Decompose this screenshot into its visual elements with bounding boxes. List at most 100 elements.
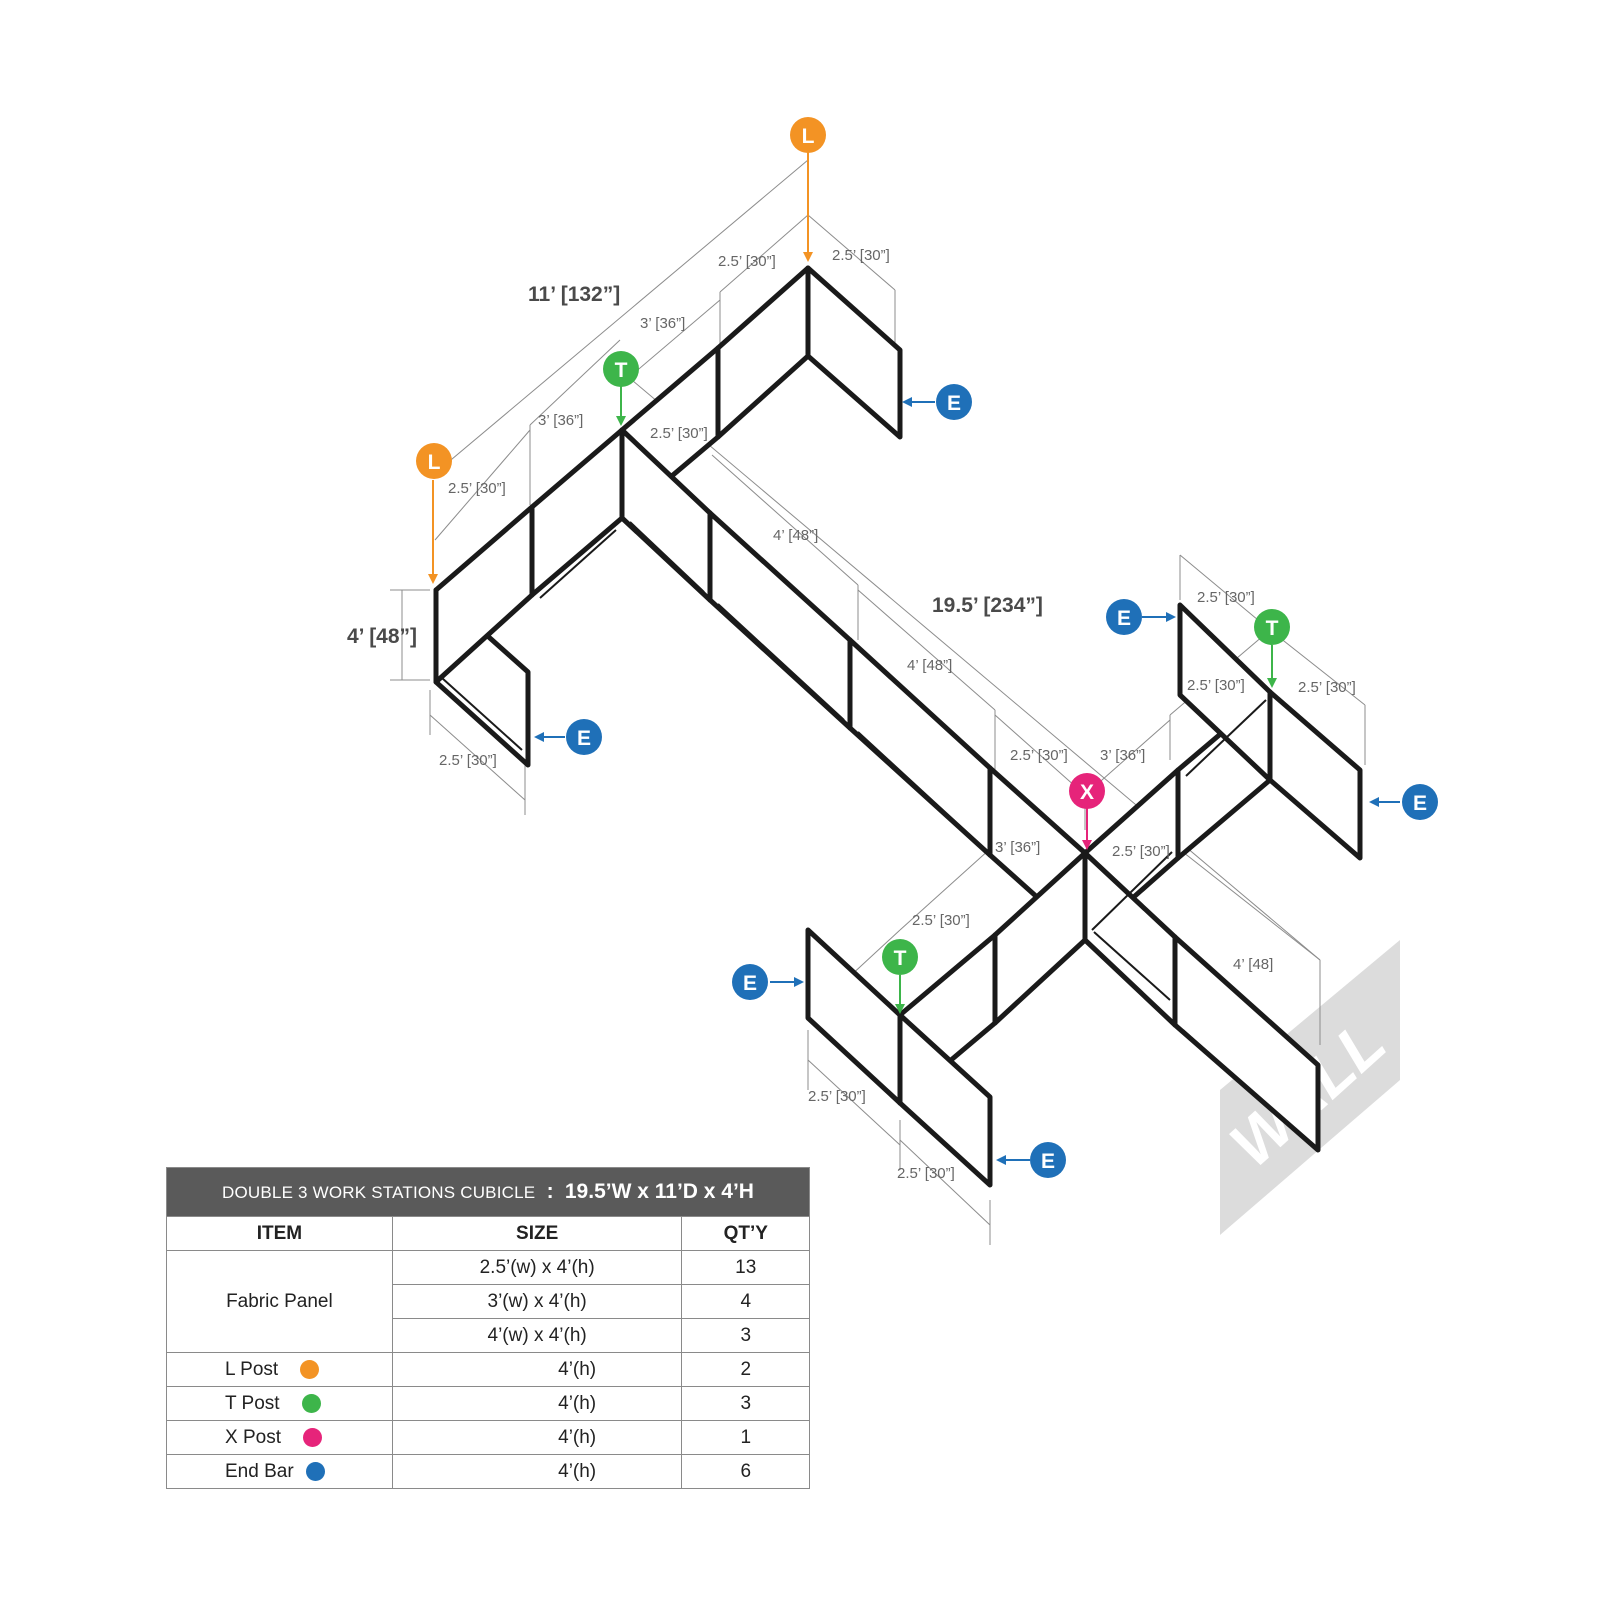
svg-text:2.5’ [30”]: 2.5’ [30”] — [832, 247, 890, 264]
post-callouts: L L T T T X E E — [416, 117, 1438, 1178]
svg-text:2.5’ [30”]: 2.5’ [30”] — [448, 480, 506, 497]
t-post-marker — [882, 939, 918, 975]
svg-text:2.5’ [30”]: 2.5’ [30”] — [650, 425, 708, 442]
end-bar-marker — [566, 719, 602, 755]
svg-text:2.5’ [30”]: 2.5’ [30”] — [1187, 677, 1245, 694]
svg-text:4’ [48”]: 4’ [48”] — [907, 657, 952, 674]
post-qty: 6 — [681, 1454, 810, 1489]
fabric-size: 2.5’(w) x 4’(h) — [391, 1250, 683, 1285]
svg-text:3’ [36”]: 3’ [36”] — [538, 412, 583, 429]
end-bar-marker — [1106, 599, 1142, 635]
svg-text:T: T — [615, 359, 628, 382]
table-title-row: DOUBLE 3 WORK STATIONS CUBICLE : 19.5’W … — [166, 1167, 810, 1217]
fabric-qty: 13 — [681, 1250, 810, 1285]
end-bar-marker — [936, 384, 972, 420]
overall-depth-label: 11’ [132”] — [528, 283, 620, 306]
dimension-labels: 11’ [132”] 19.5’ [234”] 4’ [48”] 2.5’ [3… — [347, 247, 1356, 1182]
post-item-label: End Bar — [225, 1460, 294, 1482]
svg-text:2.5’ [30”]: 2.5’ [30”] — [1298, 679, 1356, 696]
header-item: ITEM — [166, 1216, 393, 1251]
panel-frames — [433, 265, 1363, 1188]
t-post-marker — [1254, 609, 1290, 645]
panel-top-right-return — [805, 265, 903, 440]
svg-text:E: E — [1117, 607, 1131, 630]
svg-text:2.5’ [30”]: 2.5’ [30”] — [912, 912, 970, 929]
svg-text:2.5’ [30”]: 2.5’ [30”] — [1112, 843, 1170, 860]
post-size: 4’(h) — [391, 1454, 683, 1489]
post-item-label: L Post — [225, 1358, 279, 1380]
panel-right-return — [1267, 689, 1363, 861]
table-row: Fabric Panel 2.5’(w) x 4’(h) 13 — [166, 1250, 810, 1353]
post-item: End Bar — [166, 1454, 393, 1489]
end-bar-marker — [1402, 784, 1438, 820]
spec-table: DOUBLE 3 WORK STATIONS CUBICLE : 19.5’W … — [166, 1167, 810, 1489]
table-row: T Post 4’(h) 3 — [166, 1386, 810, 1421]
t-post-dot-icon — [301, 1393, 321, 1413]
fabric-size: 4’(w) x 4’(h) — [391, 1318, 683, 1353]
post-item: T Post — [166, 1386, 393, 1421]
table-row: 4’(w) x 4’(h) 3 — [167, 1318, 810, 1353]
panel-center-2 — [707, 510, 853, 731]
svg-text:2.5’ [30”]: 2.5’ [30”] — [718, 253, 776, 270]
svg-text:2.5’ [30”]: 2.5’ [30”] — [439, 752, 497, 769]
post-size: 4’(h) — [391, 1386, 683, 1421]
post-qty: 2 — [681, 1352, 810, 1387]
svg-text:3’ [36”]: 3’ [36”] — [995, 839, 1040, 856]
table-title-name: DOUBLE 3 WORK STATIONS CUBICLE — [222, 1183, 536, 1202]
svg-text:4’ [48”]: 4’ [48”] — [773, 527, 818, 544]
panel-top-left-2 — [529, 427, 625, 598]
fabric-qty: 4 — [681, 1284, 810, 1319]
post-item-label: T Post — [225, 1392, 280, 1414]
overall-width-label: 19.5’ [234”] — [932, 594, 1043, 617]
post-item: X Post — [166, 1420, 393, 1455]
svg-text:2.5’ [30”]: 2.5’ [30”] — [897, 1165, 955, 1182]
fabric-qty: 3 — [681, 1318, 810, 1353]
l-post-dot-icon — [300, 1359, 320, 1379]
panel-insets — [441, 361, 1355, 1181]
svg-text:2.5’ [30”]: 2.5’ [30”] — [808, 1088, 866, 1105]
svg-text:E: E — [743, 972, 757, 995]
table-title: DOUBLE 3 WORK STATIONS CUBICLE : 19.5’W … — [166, 1167, 810, 1217]
svg-text:4’ [48]: 4’ [48] — [1233, 956, 1273, 973]
end-bar-dot-icon — [305, 1461, 325, 1481]
svg-text:3’ [36”]: 3’ [36”] — [1100, 747, 1145, 764]
svg-text:E: E — [577, 727, 591, 750]
post-qty: 3 — [681, 1386, 810, 1421]
svg-text:E: E — [1041, 1150, 1055, 1173]
height-label: 4’ [48”] — [347, 625, 417, 648]
post-size: 4’(h) — [391, 1352, 683, 1387]
header-size: SIZE — [391, 1216, 683, 1251]
svg-text:2.5’ [30”]: 2.5’ [30”] — [1197, 589, 1255, 606]
post-item-label: X Post — [225, 1426, 281, 1448]
post-item: L Post — [166, 1352, 393, 1387]
svg-text:E: E — [1413, 792, 1427, 815]
end-bar-marker — [1030, 1142, 1066, 1178]
table-row: X Post 4’(h) 1 — [166, 1420, 810, 1455]
table-row: End Bar 4’(h) 6 — [166, 1454, 810, 1489]
post-qty: 1 — [681, 1420, 810, 1455]
header-qty: QT’Y — [681, 1216, 810, 1251]
l-post-marker — [416, 443, 452, 479]
t-post-marker — [603, 351, 639, 387]
svg-text:L: L — [802, 125, 815, 148]
table-header-row: ITEM SIZE QT’Y — [166, 1216, 810, 1251]
panel-top-2 — [715, 265, 811, 440]
svg-text:E: E — [947, 392, 961, 415]
end-bar-marker — [732, 964, 768, 1000]
svg-text:T: T — [894, 947, 907, 970]
panel-right-run-2 — [1172, 934, 1321, 1153]
svg-text:L: L — [428, 451, 441, 474]
table-row: 3’(w) x 4’(h) 4 — [167, 1284, 810, 1319]
table-row: L Post 4’(h) 2 — [166, 1352, 810, 1387]
panel-bottom-return — [897, 1012, 993, 1188]
table-title-sep: : — [546, 1180, 554, 1203]
table-title-dims: 19.5’W x 11’D x 4’H — [564, 1180, 754, 1203]
fabric-panel-label: Fabric Panel — [166, 1250, 393, 1353]
x-post-marker — [1069, 773, 1105, 809]
fabric-size: 3’(w) x 4’(h) — [391, 1284, 683, 1319]
svg-text:3’ [36”]: 3’ [36”] — [640, 315, 685, 332]
x-post-dot-icon — [302, 1427, 322, 1447]
svg-text:X: X — [1080, 781, 1094, 804]
post-size: 4’(h) — [391, 1420, 683, 1455]
